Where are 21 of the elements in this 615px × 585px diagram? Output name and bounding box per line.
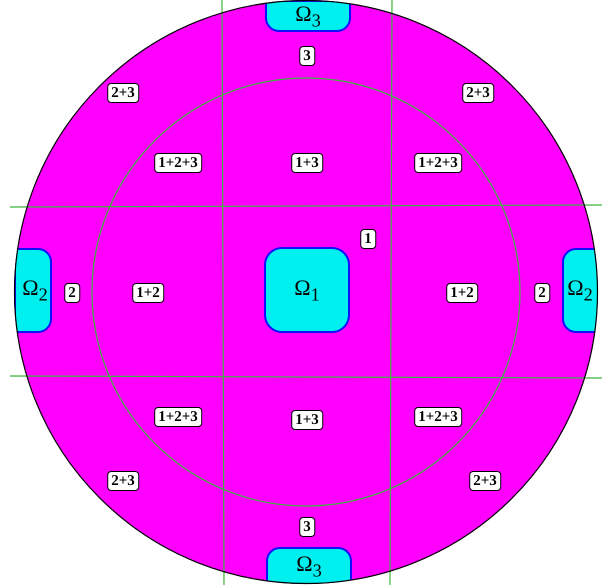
region-label: 1+3 bbox=[291, 153, 323, 173]
region-label: 2 bbox=[534, 283, 550, 303]
region-label: 1+2 bbox=[446, 283, 478, 303]
region-label: 2+3 bbox=[462, 83, 494, 103]
region-shape: Ω$_{1}$ bbox=[264, 247, 350, 333]
region-label: 1+2+3 bbox=[154, 153, 202, 173]
region-label: 2+3 bbox=[107, 471, 139, 491]
region-label: 3 bbox=[299, 46, 315, 66]
region-label: 1 bbox=[360, 229, 376, 249]
region-shape: Ω$_{3}$ bbox=[265, 0, 351, 32]
region-label: 1+2+3 bbox=[414, 153, 462, 173]
region-shape: Ω$_{2}$ bbox=[14, 248, 52, 333]
region-label: 1+2+3 bbox=[414, 407, 462, 427]
region-label: 2+3 bbox=[469, 471, 501, 491]
region-label: 2 bbox=[64, 283, 80, 303]
region-label: 2+3 bbox=[107, 83, 139, 103]
region-label: 3 bbox=[299, 517, 315, 537]
region-label: 1+2+3 bbox=[154, 407, 202, 427]
region-shape: Ω$_{3}$ bbox=[266, 547, 352, 585]
region-label: 1+2 bbox=[132, 283, 164, 303]
region-label: 1+3 bbox=[291, 410, 323, 430]
